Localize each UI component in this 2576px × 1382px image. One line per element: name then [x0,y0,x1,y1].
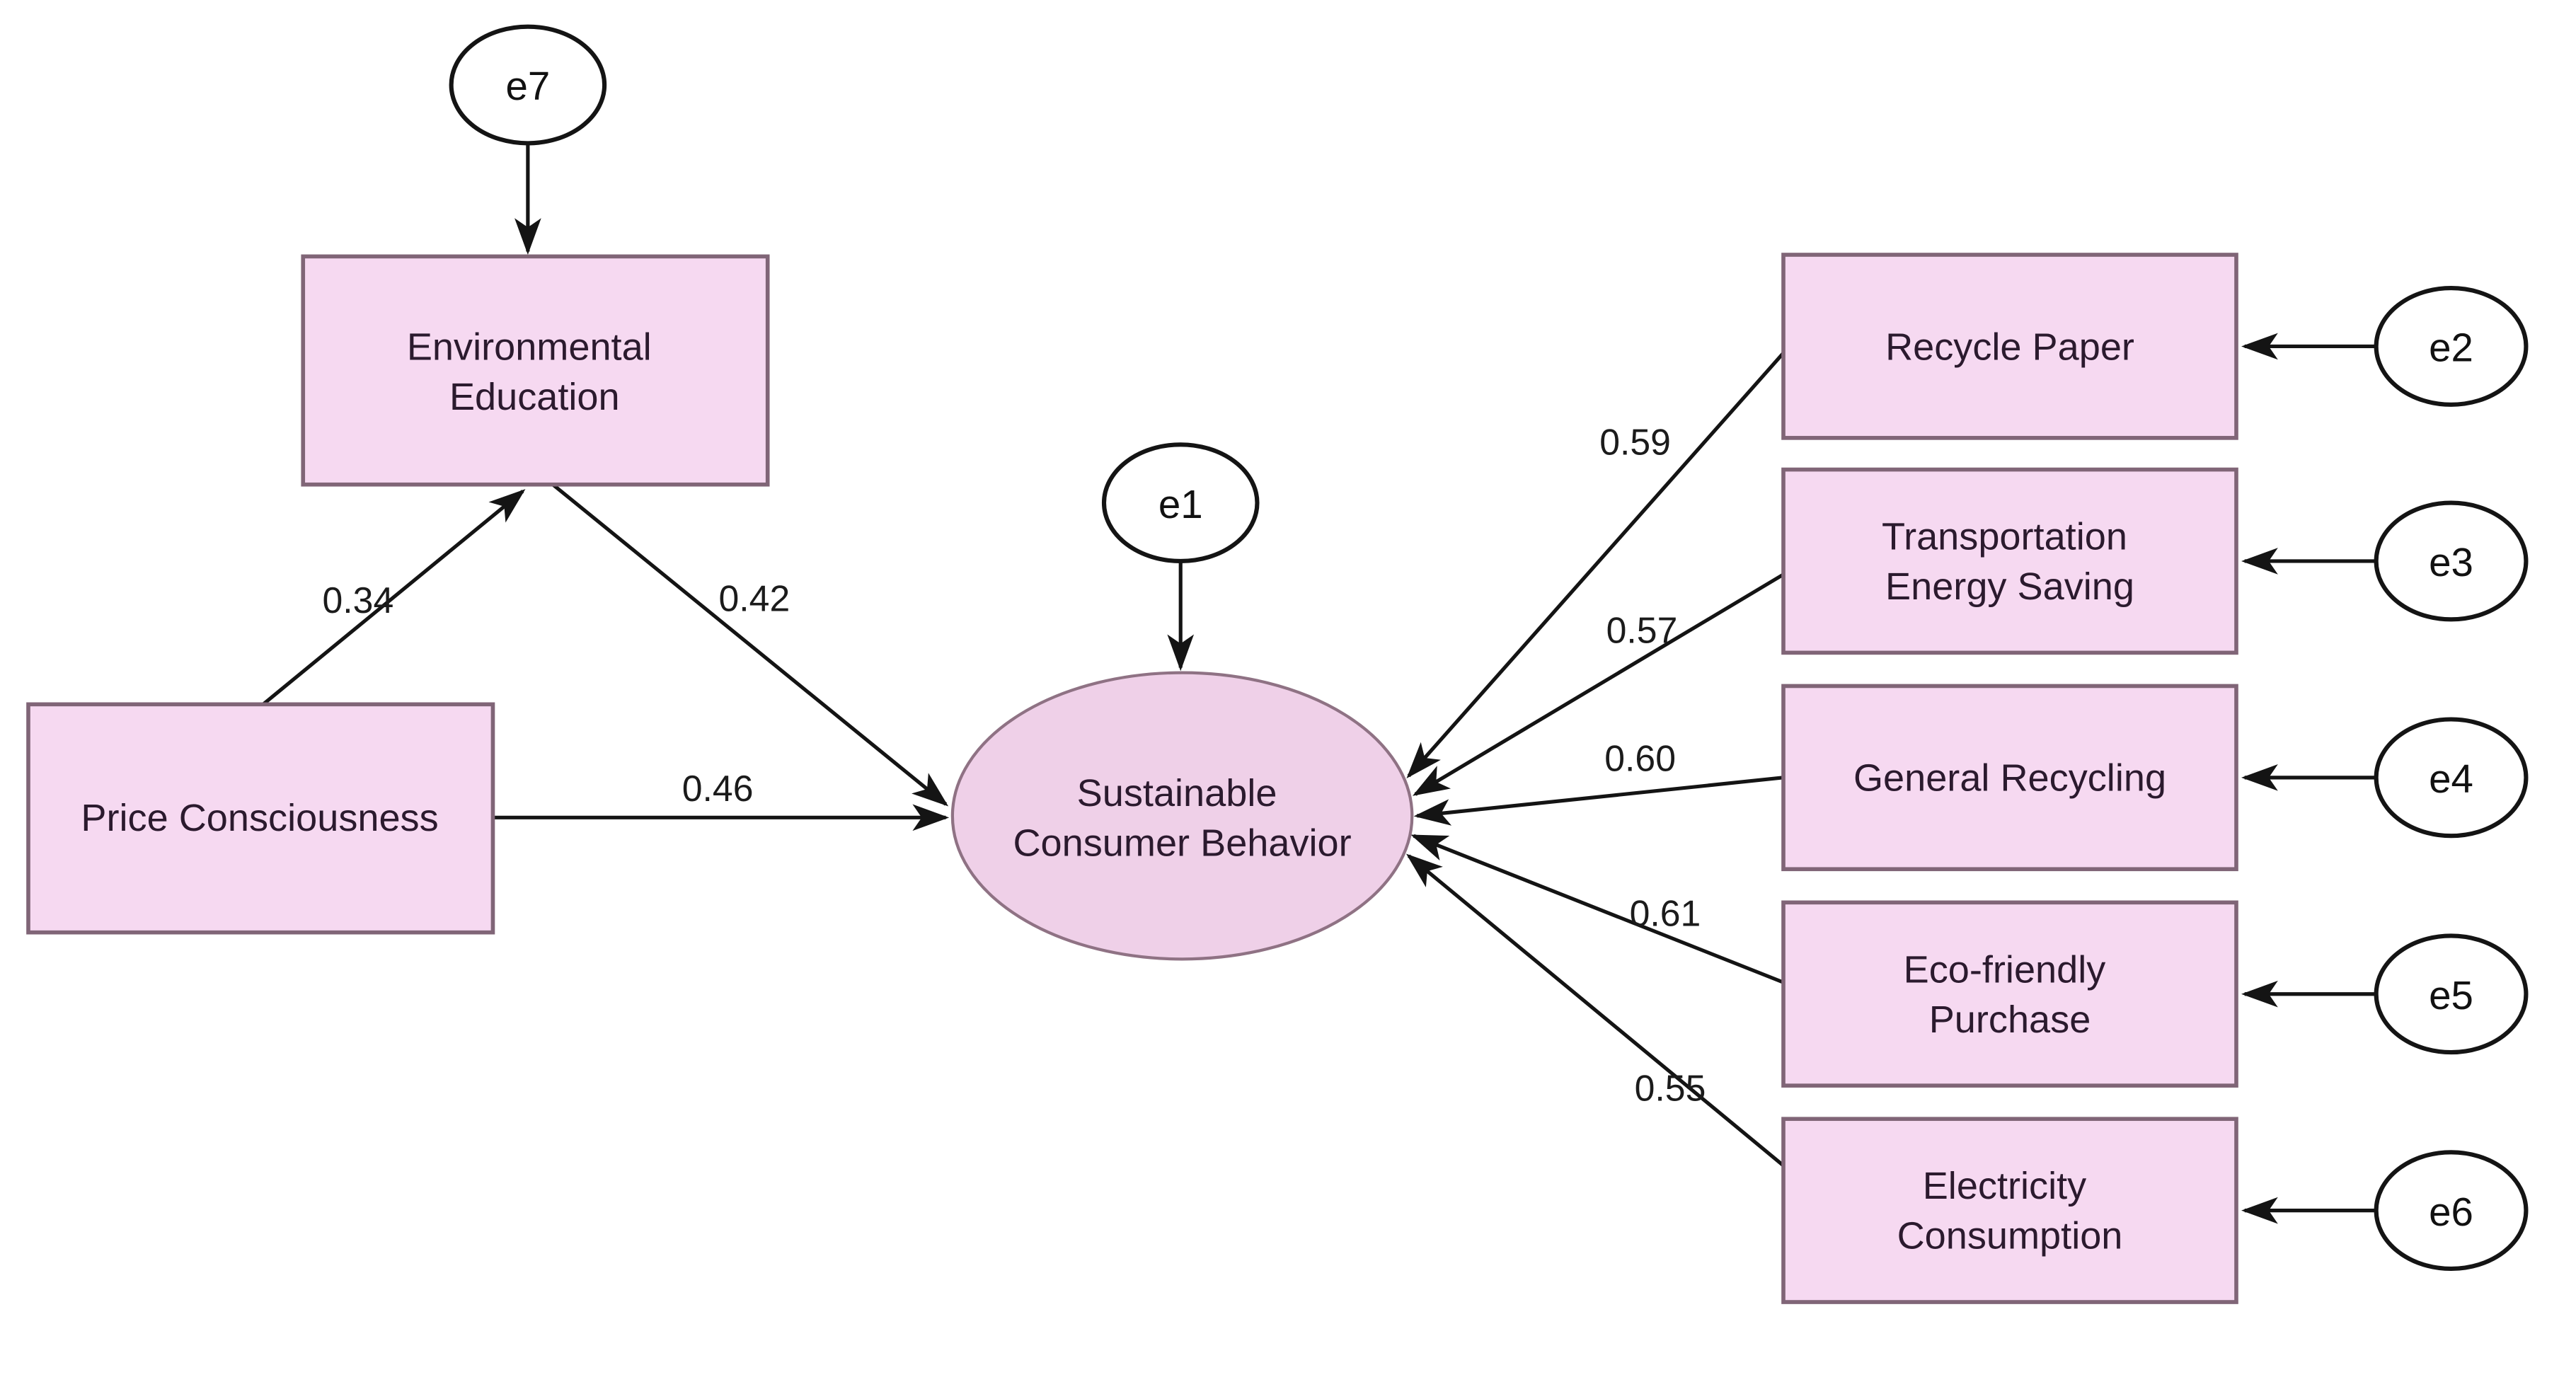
e5-circle [2374,933,2529,1055]
e3-circle [2374,500,2529,622]
error-term-e2: e2 [2374,286,2529,407]
price-consciousness-box [26,702,495,935]
node-transportation-energy-saving: Transportation Energy Saving [1781,467,2238,655]
coefficient-labels: 0.34 0.42 0.46 0.59 0.57 0.60 0.61 0.55 [323,421,1706,1108]
eco-friendly-purchase-label: Eco-friendly Purchase [1904,948,2117,1041]
error-term-e3: e3 [2374,500,2529,622]
error-term-e1: e1 [1101,442,1260,564]
e2-circle [2374,286,2529,407]
coefficient-label: 0.46 [682,768,754,809]
general-recycling-box [1781,684,2238,872]
path-environmental-education-to-scb [551,483,949,807]
sustainable-consumer-behavior-ellipse [950,671,1414,961]
e7-circle [449,24,607,146]
coefficient-label: 0.59 [1599,421,1671,462]
environmental-education-box [301,254,770,487]
e4-label: e4 [2429,756,2473,801]
error-term-e6: e6 [2374,1150,2529,1272]
coefficient-label: 0.57 [1606,609,1678,650]
coefficient-label: 0.60 [1604,737,1676,778]
coefficient-label: 0.55 [1635,1067,1706,1108]
general-recycling-label: General Recycling [1853,757,2166,800]
eco-friendly-purchase-box [1781,900,2238,1088]
node-price-consciousness: Price Consciousness [26,702,495,935]
e6-label: e6 [2429,1190,2473,1234]
loading-general-recycling [1413,776,1784,826]
e5-label: e5 [2429,973,2473,1018]
node-recycle-paper: Recycle Paper [1781,253,2238,440]
e7-label: e7 [505,64,550,108]
electricity-consumption-box [1781,1117,2238,1304]
price-consciousness-label: Price Consciousness [81,797,438,839]
node-environmental-education: Environmental Education [301,254,770,487]
node-general-recycling: General Recycling [1781,684,2238,872]
loading-transportation-energy-saving [1412,572,1785,796]
loading-electricity-consumption [1405,853,1785,1168]
coefficient-label: 0.34 [323,580,394,621]
error-term-e5: e5 [2374,933,2529,1055]
e6-circle [2374,1150,2529,1272]
recycle-paper-label: Recycle Paper [1885,326,2134,368]
e3-label: e3 [2429,540,2473,585]
node-sustainable-consumer-behavior: Sustainable Consumer Behavior [950,671,1414,961]
node-electricity-consumption: Electricity Consumption [1781,1117,2238,1304]
electricity-consumption-label: Electricity Consumption [1897,1165,2123,1257]
environmental-education-label: Environmental Education [407,326,662,418]
e1-label: e1 [1158,482,1203,526]
node-eco-friendly-purchase: Eco-friendly Purchase [1781,900,2238,1088]
error-term-e4: e4 [2374,717,2529,839]
e2-label: e2 [2429,326,2473,370]
e4-circle [2374,717,2529,839]
recycle-paper-box [1781,253,2238,440]
loading-recycle-paper [1406,352,1785,779]
error-term-e7: e7 [449,24,607,146]
sustainable-consumer-behavior-label: Sustainable Consumer Behavior [1013,772,1351,865]
coefficient-label: 0.61 [1630,892,1701,933]
loading-eco-friendly-purchase [1410,834,1784,984]
transportation-energy-saving-box [1781,467,2238,655]
e1-circle [1101,442,1260,564]
edges [262,143,2376,1224]
path-price-consciousness-to-environmental-education [262,489,526,706]
coefficient-label: 0.42 [719,578,790,619]
transportation-energy-saving-label: Transportation Energy Saving [1882,516,2138,609]
